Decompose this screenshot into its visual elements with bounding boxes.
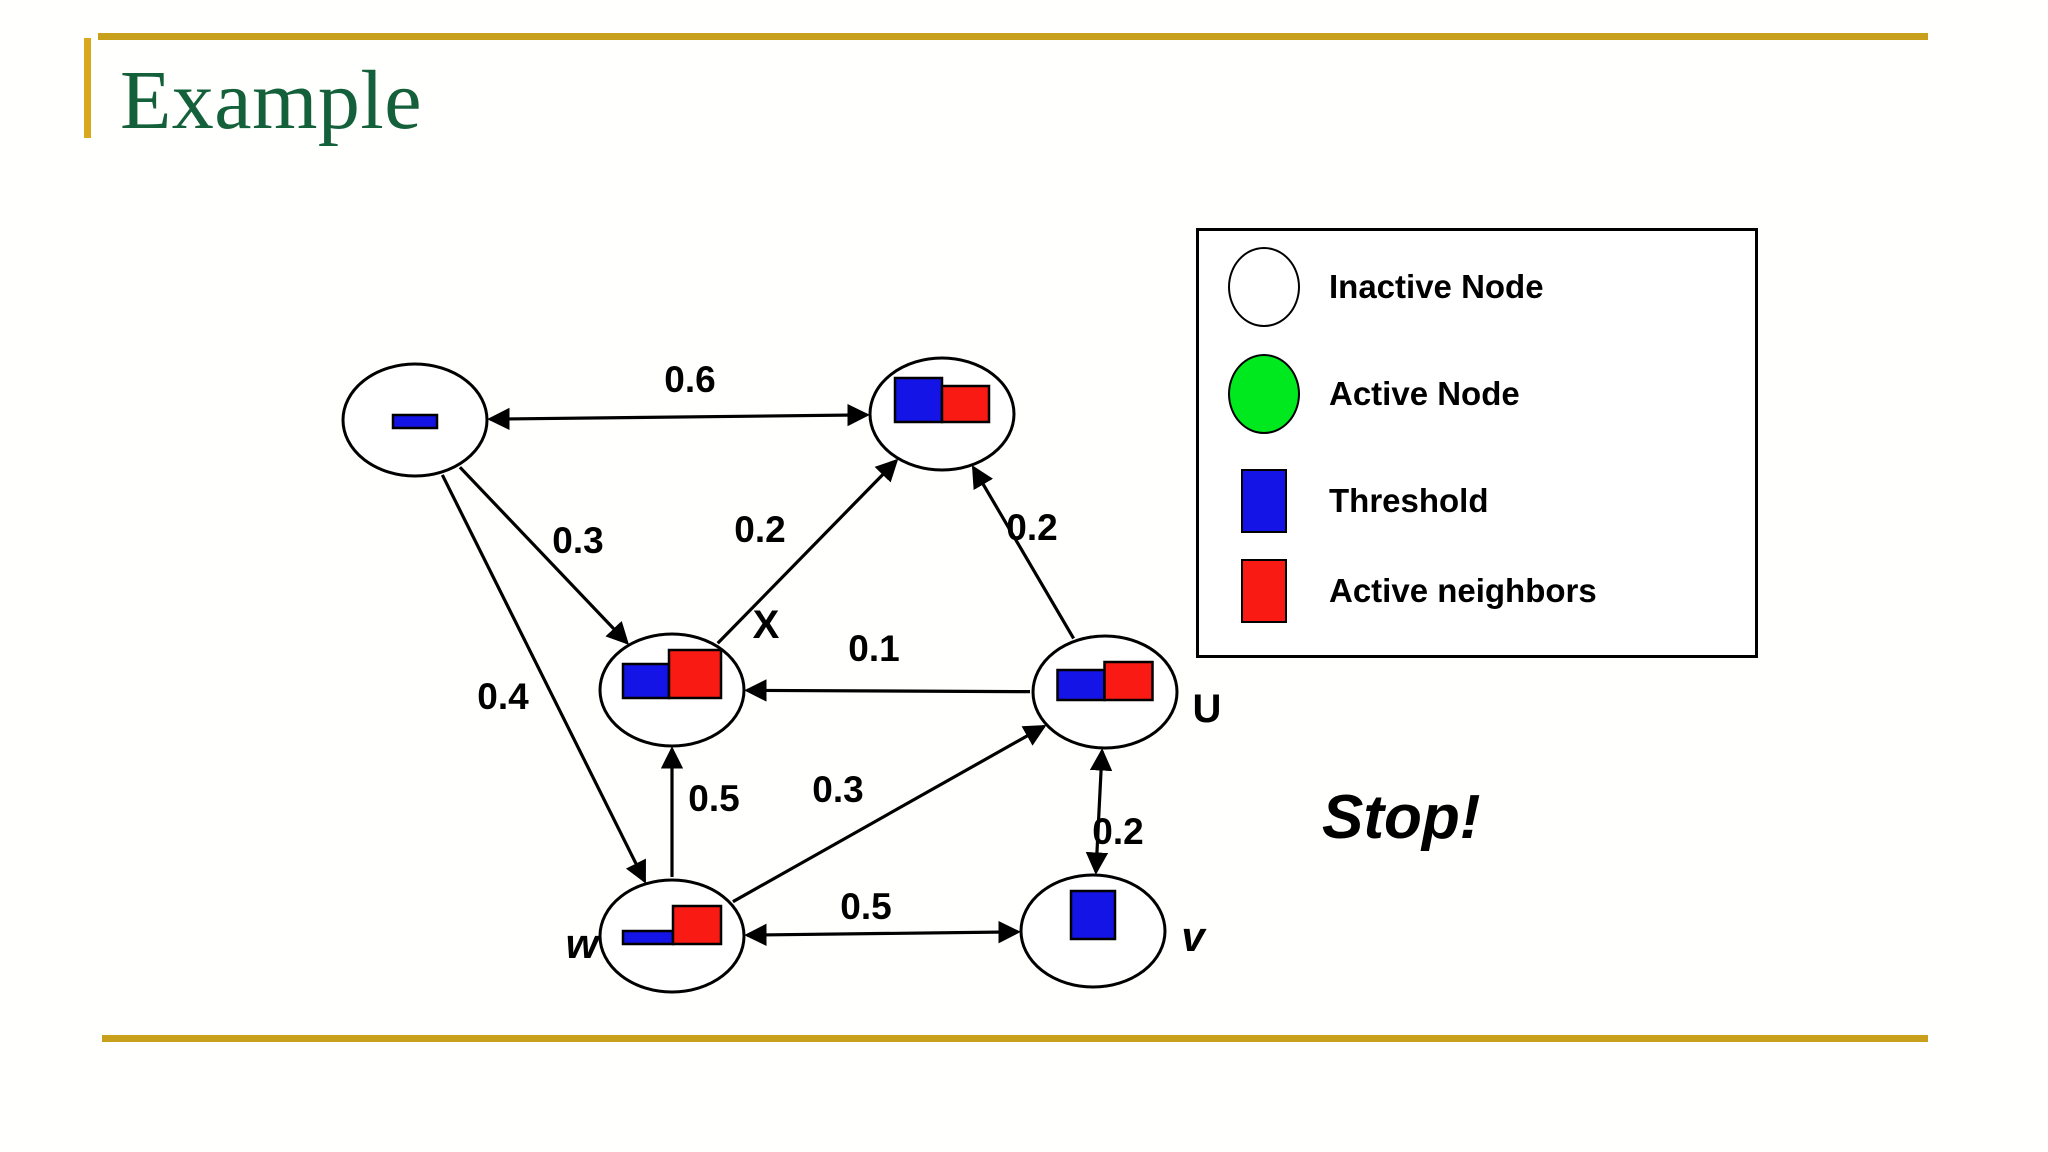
legend-label-inactive-node: Inactive Node	[1329, 268, 1544, 305]
graph-edge-e-tl-tr	[487, 403, 870, 431]
page-title: Example	[120, 54, 423, 147]
graph-edge-e-u-v	[1085, 748, 1113, 875]
active-node-circle-icon	[1199, 354, 1329, 434]
edge-layer	[440, 403, 1113, 947]
graph-edge-e-tl-w	[440, 474, 647, 884]
node-label-x: X	[753, 603, 780, 647]
edge-label-layer: 0.6 0.3 0.4 0.2 0.2 0.1 0.5 0.3 0.2 0.5	[477, 359, 1143, 927]
active-neighbors-square-icon	[1199, 559, 1329, 623]
node-threshold-bar-v	[1069, 889, 1117, 941]
node-threshold-bar-top-right	[893, 376, 944, 424]
inactive-node-circle-icon	[1199, 247, 1329, 327]
graph-node-top-left[interactable]	[341, 362, 489, 478]
legend-item-active-neighbors: Active neighbors	[1199, 543, 1755, 639]
node-threshold-bar-u	[1056, 668, 1106, 702]
graph-node-u[interactable]	[1031, 634, 1179, 750]
node-label-u: U	[1193, 687, 1222, 731]
legend-item-threshold: Threshold	[1199, 453, 1755, 549]
graph-node-x[interactable]	[598, 632, 746, 748]
node-threshold-bar-w	[621, 929, 675, 946]
legend-item-active-node: Active Node	[1199, 346, 1755, 442]
edge-weight-e-tl-x: 0.3	[552, 520, 603, 561]
node-label-v: v	[1181, 913, 1207, 960]
graph-node-top-right[interactable]	[868, 356, 1016, 472]
legend-label-active-neighbors: Active neighbors	[1329, 572, 1597, 609]
graph-edge-e-tl-x	[458, 466, 630, 645]
legend-label-active-node: Active Node	[1329, 375, 1520, 412]
edge-weight-e-w-x: 0.5	[688, 778, 739, 819]
graph-edge-e-x-tr	[716, 458, 899, 645]
legend-panel: Inactive Node Active Node Threshold Acti…	[1196, 228, 1758, 658]
graph-edge-e-u-x	[744, 679, 1031, 702]
top-accent-rule	[98, 33, 1928, 40]
bottom-accent-rule	[102, 1035, 1928, 1042]
node-neighbors-bar-u	[1103, 660, 1154, 702]
legend-item-inactive-node: Inactive Node	[1199, 239, 1755, 335]
node-neighbors-bar-w	[671, 904, 723, 946]
node-neighbors-bar-top-right	[940, 384, 991, 424]
edge-weight-e-x-tr: 0.2	[734, 509, 785, 550]
graph-edge-e-u-tr	[971, 465, 1075, 640]
node-layer	[341, 356, 1179, 994]
edge-weight-e-tl-w: 0.4	[477, 676, 529, 717]
graph-node-w[interactable]	[598, 878, 746, 994]
node-label-w: w	[566, 920, 601, 967]
node-label-layer: X Uw v	[566, 603, 1222, 967]
edge-weight-e-u-x: 0.1	[848, 628, 899, 669]
edge-weight-e-u-tr: 0.2	[1006, 507, 1057, 548]
edge-weight-e-u-v: 0.2	[1092, 811, 1143, 852]
graph-node-v[interactable]	[1019, 873, 1167, 989]
graph-edge-e-w-v	[744, 920, 1021, 947]
stop-annotation: Stop!	[1322, 783, 1481, 852]
node-threshold-bar-x	[621, 662, 671, 700]
edge-weight-e-w-v: 0.5	[840, 886, 891, 927]
node-neighbors-bar-x	[667, 648, 723, 700]
left-accent-bar	[84, 38, 91, 138]
graph-edge-e-w-u	[732, 724, 1047, 904]
node-threshold-bar-top-left	[391, 413, 439, 430]
legend-label-threshold: Threshold	[1329, 482, 1489, 519]
edge-weight-e-tl-tr: 0.6	[664, 359, 715, 400]
edge-weight-e-w-u: 0.3	[812, 769, 863, 810]
threshold-square-icon	[1199, 469, 1329, 533]
